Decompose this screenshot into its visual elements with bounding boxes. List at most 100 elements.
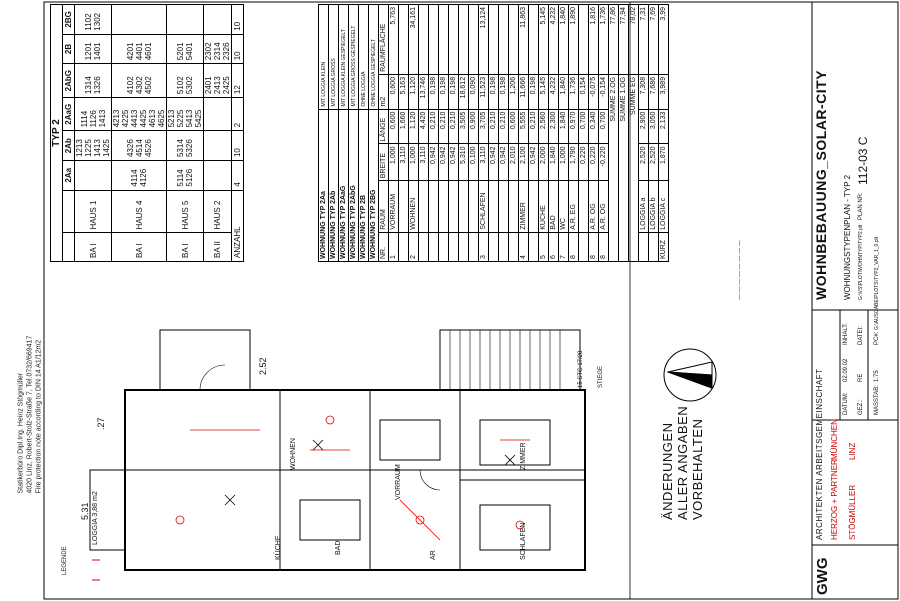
loggia-cell: 2,900 (638, 109, 649, 144)
room-cell: 0,210 (428, 109, 439, 144)
room-cell: 0,900 (468, 109, 479, 144)
plan-number: 112-03 C (856, 136, 870, 185)
room-label: SCHLAFEN (520, 522, 527, 560)
type-name: WOHNUNG TYP 2BG (368, 109, 379, 262)
count-row: ANZAHL 4 10 2 12 10 10 (231, 4, 244, 262)
loggia-cell: 2,520 (648, 143, 659, 181)
room-col-header: BREITE (378, 143, 389, 181)
room-cell: 0,210 (438, 109, 449, 144)
note-line: 4020 Linz, Robert-Stolz-Straße 7, Tel.07… (26, 335, 34, 494)
room-cell: 4,420 (418, 109, 429, 144)
gez-value: RE (858, 373, 864, 382)
loggia-cell: LOGGIA a (638, 180, 649, 233)
room-cell (498, 4, 509, 75)
massstab-label: MASSTAB: (874, 385, 880, 415)
room-col-header: LÄNGE (378, 109, 389, 144)
room-cell: 1,840 (558, 4, 569, 75)
room-cell: 0,100 (468, 143, 479, 181)
room-label: WOHNEN (290, 438, 297, 470)
room-cell: 0,942 (488, 143, 499, 181)
room-cell: 5,310 (458, 143, 469, 181)
loggia-area: 3,88 m2 (92, 491, 99, 517)
room-cell: KÜCHE (538, 180, 549, 233)
room-cell: 1,120 (408, 109, 419, 144)
room-cell: 1,000 (388, 143, 399, 181)
room-cell: 1,736 (568, 74, 579, 110)
room-cell: WOHNEN (408, 180, 419, 233)
count-cell: 2 (231, 97, 244, 131)
sum-label: SUMME 1.OG (618, 74, 629, 262)
room-cell: 0,700 (598, 109, 609, 144)
room-cell: 3,110 (478, 143, 489, 181)
room-cell: 5,145 (538, 74, 549, 110)
room-cell (528, 232, 539, 262)
type-note: MIT LOGGIA GROSS GESPIEGELT (348, 4, 359, 110)
room-cell: WC (558, 180, 569, 233)
room-cell: 5,163 (398, 74, 409, 110)
room-cell (438, 232, 449, 262)
room-cell: 11,523 (478, 74, 489, 110)
room-cell (468, 180, 479, 233)
room-cell: 3,110 (418, 143, 429, 181)
room-cell: 1,890 (568, 4, 579, 75)
room-cell (398, 232, 409, 262)
stairs-dims: 15 STG 17/28 (578, 350, 584, 388)
inhalt-value: WOHNUNGSTYPENPLAN - TYP 2 (843, 174, 852, 300)
room-cell: 0,970 (568, 109, 579, 144)
unit-cell (203, 130, 232, 161)
col-header: 2B (62, 34, 75, 64)
note-line: Fire protection note according to DIN 14… (35, 339, 43, 494)
room-cell (418, 232, 429, 262)
room-cell: A.R. OG (598, 180, 609, 233)
room-cell: 0,942 (448, 143, 459, 181)
room-cell (418, 180, 429, 233)
room-cell (428, 4, 439, 75)
room-cell (428, 232, 439, 262)
room-cell: 0,198 (488, 74, 499, 110)
house-cell: HAUS 1 (74, 190, 112, 233)
room-label: KÜCHE (275, 535, 282, 560)
typ2-title: TYP 2 (50, 4, 63, 262)
sum-value: 77,86 (608, 4, 619, 75)
room-cell (528, 4, 539, 75)
partner-2: STÖGMÜLLER (848, 484, 857, 540)
loggia-cell: 3,989 (658, 74, 669, 110)
col-header: 2Ab (62, 130, 75, 161)
sum-value: 77,94 (618, 4, 629, 75)
north-arrow-icon (663, 348, 717, 402)
loggia-cell: 3,99 (658, 4, 669, 75)
type-name: WOHNUNG TYP 2AbG (348, 109, 359, 262)
type-name: WOHNUNG TYP 2Ab (328, 109, 339, 262)
room-cell (488, 4, 499, 75)
room-cell: 0,198 (448, 74, 459, 110)
room-cell: A.R. EG (568, 180, 579, 233)
room-cell: 0,600 (508, 109, 519, 144)
type-note: MIT LOGGIA KLEIN GESPIEGELT (338, 4, 349, 110)
room-cell: 0,210 (448, 109, 459, 144)
group-cell: BA I (166, 232, 204, 262)
room-cell (578, 4, 589, 75)
room-cell (448, 4, 459, 75)
room-cell (438, 180, 449, 233)
room-cell (508, 180, 519, 233)
room-cell (418, 4, 429, 75)
